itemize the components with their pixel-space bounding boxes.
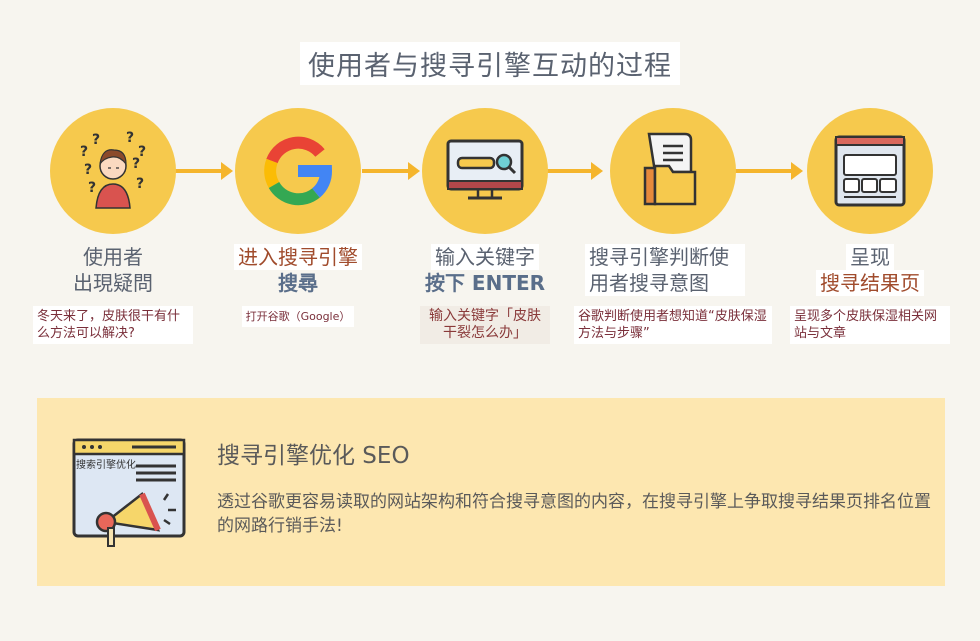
google-logo-icon [235,108,361,234]
step-4: 搜寻引擎判断使用者搜寻意图 谷歌判断使用者想知道“皮肤保湿方法与步骤” [573,108,773,344]
step-3-label-line1: 输入关键字 [431,244,539,270]
step-2-label-line2: 搜尋 [278,271,318,295]
step-2-desc: 打开谷歌（Google） [241,306,355,327]
step-3: 输入关键字 按下 ENTER 输入关键字「皮肤干裂怎么办」 [390,108,580,344]
svg-text:?: ? [84,162,92,178]
arrow-2 [362,162,420,180]
step-5-desc: 呈现多个皮肤保湿相关网站与文章 [790,306,950,344]
page-title: 使用者与搜寻引擎互动的过程 [300,42,680,85]
document-folder-icon [610,108,736,234]
step-4-label-line1: 搜寻引擎判断使用者搜寻意图 [585,244,745,296]
step-2: 进入搜寻引擎 搜尋 打开谷歌（Google） [203,108,393,327]
step-1: ? ? ? ? ? ? ? ? 使用者 出現疑問 冬天来了，皮肤很干有什么方法可… [18,108,208,344]
step-5-label: 呈现 搜寻结果页 [775,244,965,296]
step-1-desc: 冬天来了，皮肤很干有什么方法可以解决? [33,306,193,344]
megaphone-browser-icon: 搜索引擎优化 [72,438,188,547]
step-1-label-line2: 出現疑問 [73,271,153,295]
step-3-desc: 输入关键字「皮肤干裂怎么办」 [420,306,550,344]
step-4-desc: 谷歌判断使用者想知道“皮肤保湿方法与步骤” [574,306,772,344]
step-5-label-line2: 搜寻结果页 [816,270,924,296]
svg-text:?: ? [126,130,134,146]
step-1-label-line1: 使用者 [83,245,143,269]
results-page-icon [807,108,933,234]
step-3-label-line2: 按下 ENTER [424,271,546,295]
step-4-label: 搜寻引擎判断使用者搜寻意图 [573,244,773,296]
seo-panel: 搜索引擎优化 搜寻引擎优化 SEO 透过谷歌更容易读取的网站架构和符合搜寻意图的… [37,398,945,586]
step-5-label-line1: 呈现 [846,244,894,270]
svg-text:?: ? [88,180,96,196]
svg-text:?: ? [136,176,144,192]
svg-text:?: ? [132,156,140,172]
step-3-label: 输入关键字 按下 ENTER [390,244,580,296]
arrow-1 [175,162,233,180]
step-1-label: 使用者 出現疑問 [18,244,208,296]
step-5: 呈现 搜寻结果页 呈现多个皮肤保湿相关网站与文章 [775,108,965,344]
svg-text:?: ? [92,132,100,148]
step-2-label-line1: 进入搜寻引擎 [234,244,362,270]
seo-title: 搜寻引擎优化 SEO [217,443,410,469]
svg-text:?: ? [138,144,146,160]
confused-user-icon: ? ? ? ? ? ? ? ? [50,108,176,234]
title-wrap: 使用者与搜寻引擎互动的过程 [0,42,980,85]
search-monitor-icon [422,108,548,234]
step-2-label: 进入搜寻引擎 搜尋 [203,244,393,296]
arrow-4 [730,162,803,180]
arrow-3 [545,162,603,180]
svg-text:搜索引擎优化: 搜索引擎优化 [76,458,136,471]
seo-description: 透过谷歌更容易读取的网站架构和符合搜寻意图的内容，在搜寻引擎上争取搜寻结果页排名… [217,492,931,536]
svg-text:?: ? [80,144,88,160]
